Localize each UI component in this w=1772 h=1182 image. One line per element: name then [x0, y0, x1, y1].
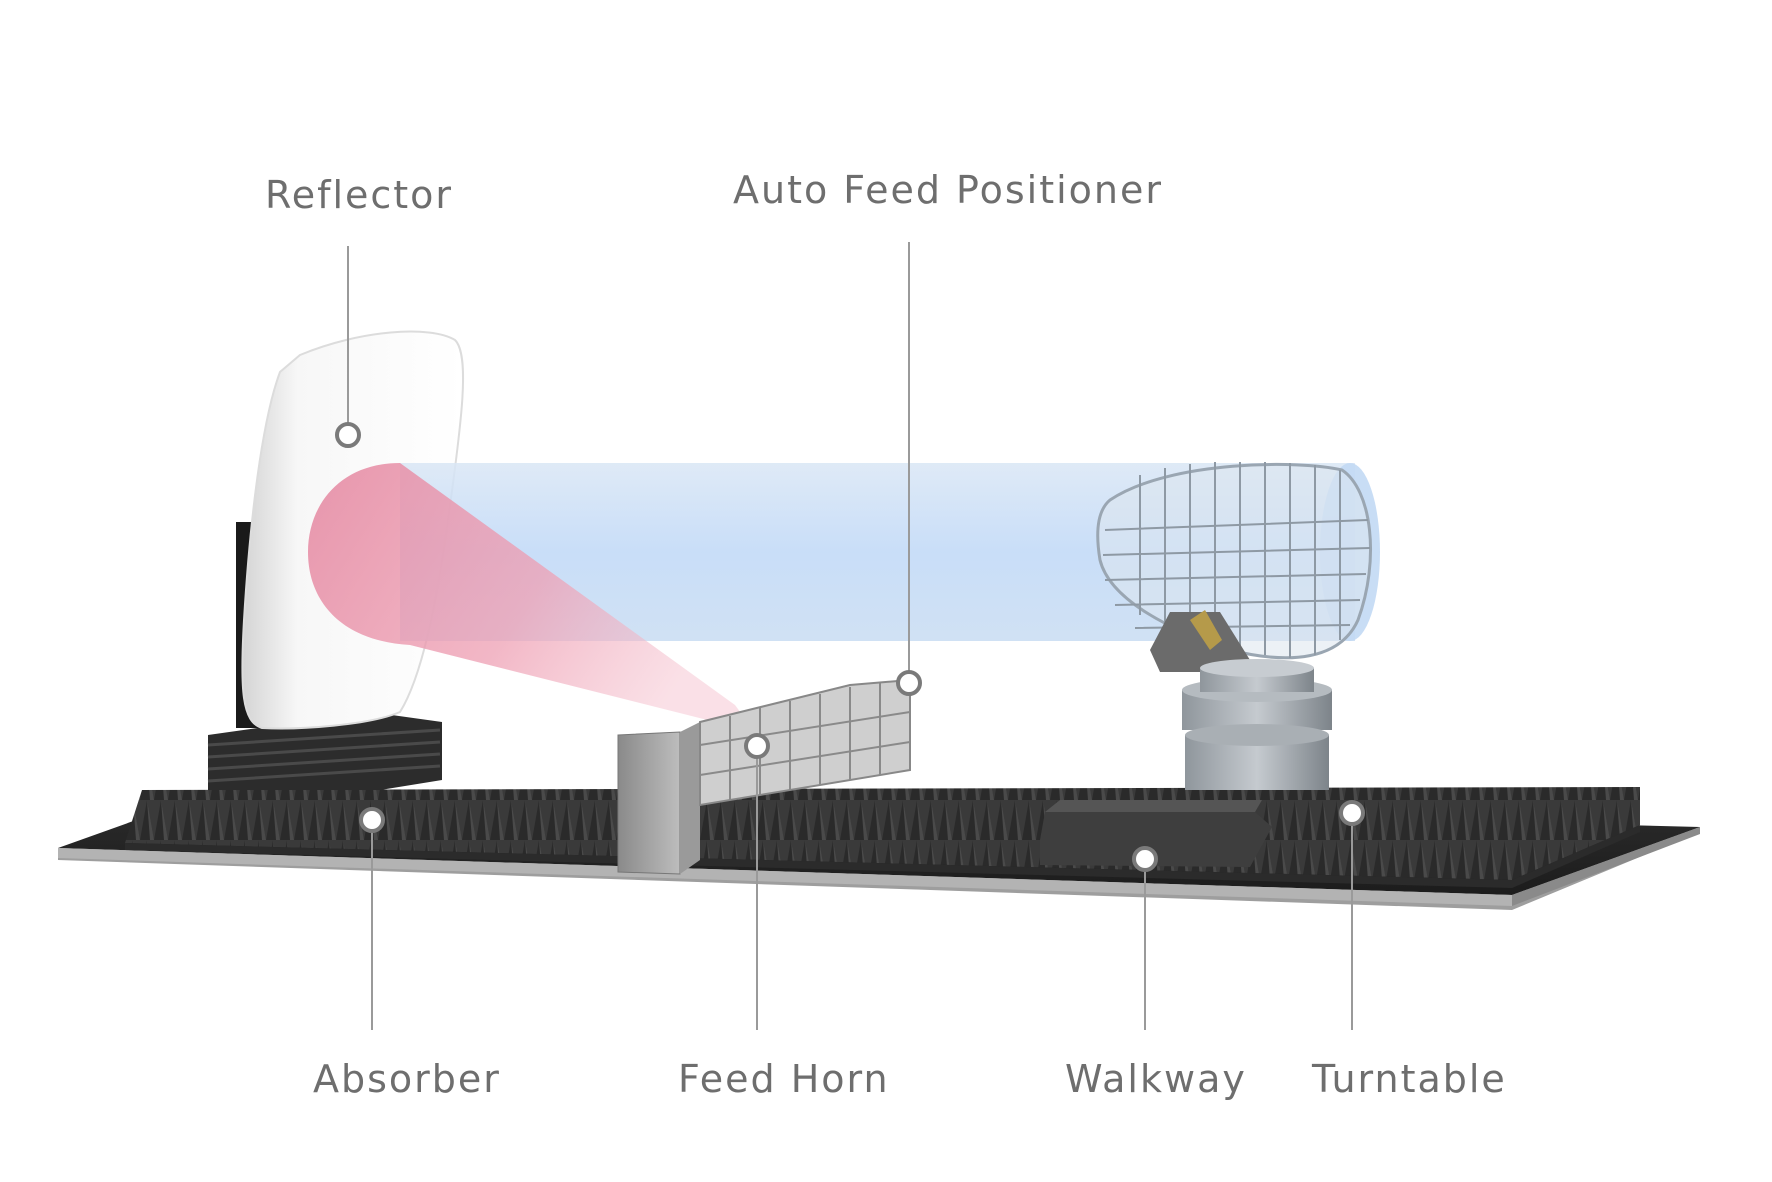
- absorber-label: Absorber: [313, 1057, 501, 1101]
- walkway: [1040, 800, 1272, 867]
- auto-feed-positioner-label: Auto Feed Positioner: [733, 168, 1164, 212]
- turntable: [1182, 659, 1332, 790]
- leader-lines: [347, 242, 1353, 1030]
- absorber-field: [125, 787, 1640, 888]
- auto-feed-positioner-marker: [896, 670, 922, 696]
- feed-horn-label: Feed Horn: [678, 1057, 890, 1101]
- reflector-label: Reflector: [265, 173, 454, 217]
- antenna-under-test: [1096, 462, 1372, 672]
- turntable-marker: [1339, 800, 1365, 826]
- feed-beam-cone: [308, 463, 755, 732]
- walkway-marker: [1132, 846, 1158, 872]
- auto-feed-positioner: [617, 678, 911, 875]
- callout-markers: [335, 422, 1365, 872]
- reflector-marker: [335, 422, 361, 448]
- absorber-marker: [359, 807, 385, 833]
- feed-horn-marker: [744, 733, 770, 759]
- walkway-label: Walkway: [1065, 1057, 1247, 1101]
- turntable-label: Turntable: [1312, 1057, 1507, 1101]
